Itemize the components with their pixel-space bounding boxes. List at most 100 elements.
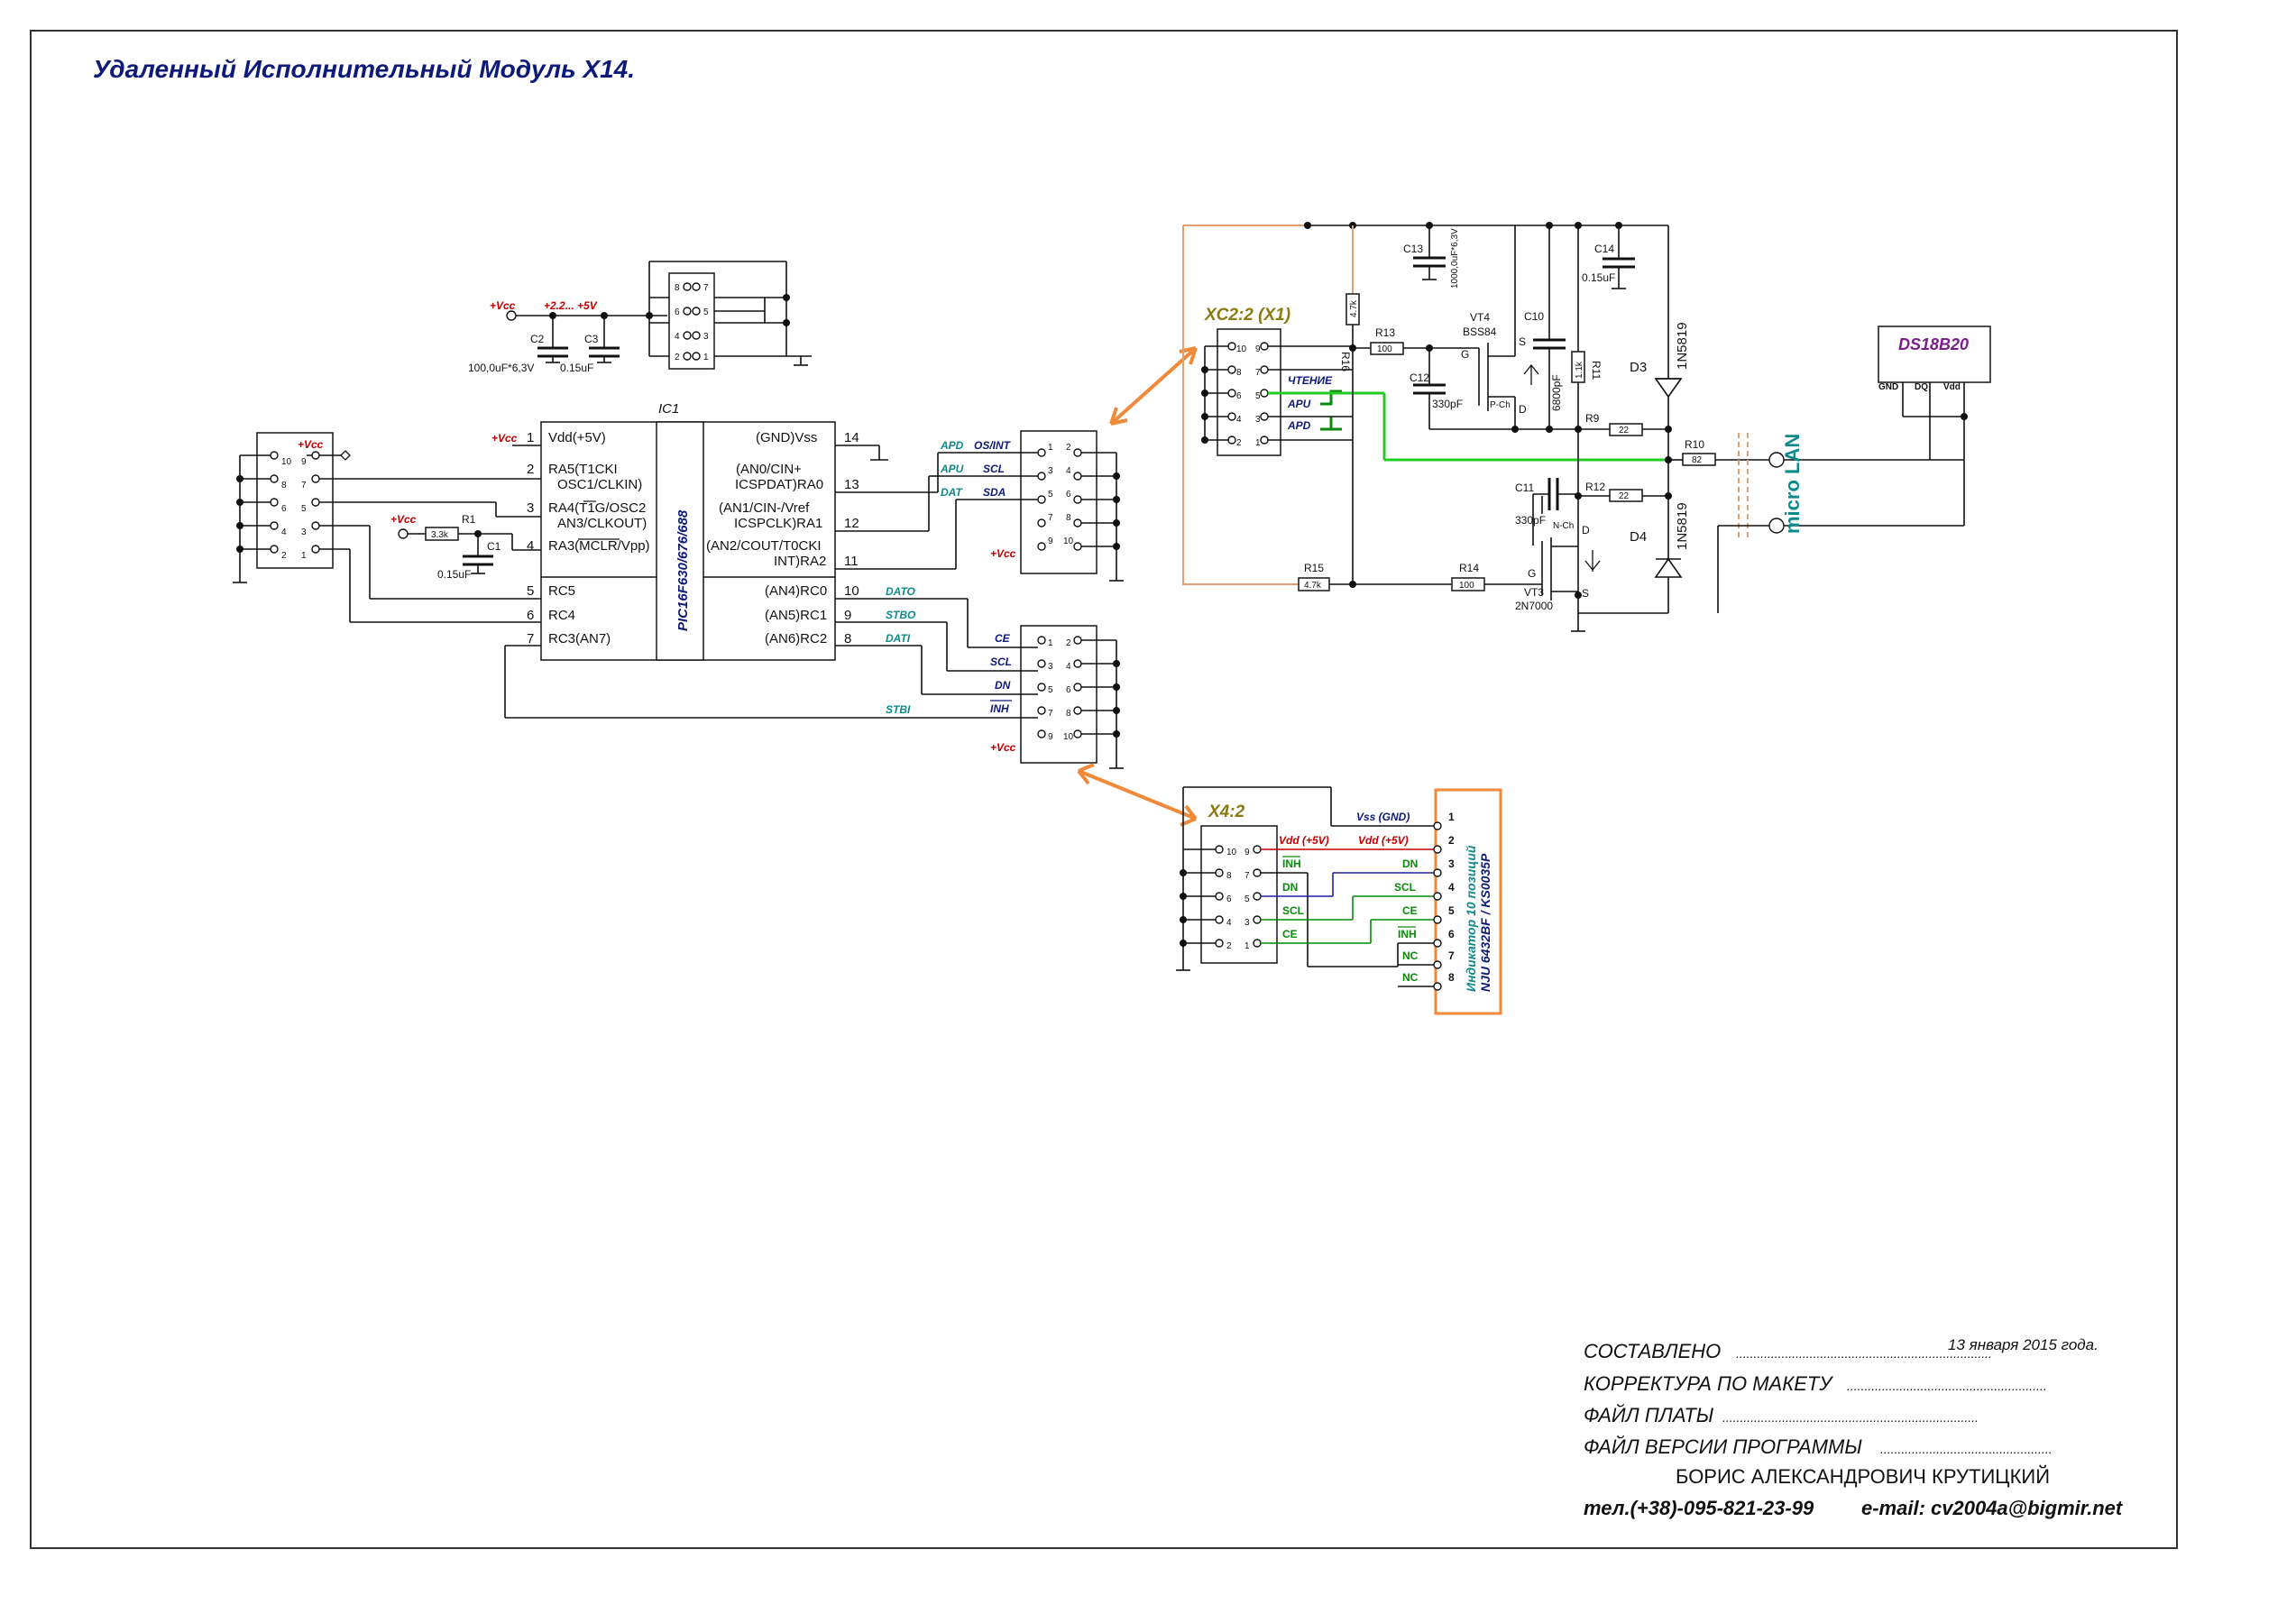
indicator-pin-label: CE xyxy=(1402,904,1418,917)
indicator-pin-num: 5 xyxy=(1448,904,1455,917)
x4-pin: 7 xyxy=(1244,871,1250,881)
net-stbo: STBO xyxy=(886,609,916,621)
vt3-drain: D xyxy=(1582,524,1590,536)
left-conn-pin: 6 xyxy=(281,504,287,514)
indicator-pin-label: NC xyxy=(1402,949,1419,962)
left-conn-pin: 7 xyxy=(301,481,307,491)
vcc-label-left-conn: +Vcc xyxy=(298,438,324,451)
pin-number: 5 xyxy=(527,583,534,599)
xc2-pin: 1 xyxy=(1255,438,1261,448)
upper-conn-pin: 1 xyxy=(1048,443,1053,453)
sheet-border xyxy=(30,30,2178,1549)
vt4-drain: D xyxy=(1519,403,1527,416)
c3-value: 0.15uF xyxy=(560,362,593,374)
upper-conn-pin: 4 xyxy=(1066,466,1071,476)
c11-value: 330pF xyxy=(1515,514,1546,527)
r15-value: 4.7k xyxy=(1304,581,1322,591)
c12-label: C12 xyxy=(1410,371,1429,384)
mclr-network: +Vcc 3.3k R1 C1 0.15uF xyxy=(390,513,541,581)
r14-label: R14 xyxy=(1459,562,1479,574)
top-conn-pin: 5 xyxy=(703,307,709,317)
interface-circuit: 4.7k R16 100 R13 C13 1000,0uF*6,3V C12 3… xyxy=(1182,222,1772,632)
pin-name: RC3(AN7) xyxy=(548,631,611,646)
xc2-connector: XC2:2 (X1) 10 8 6 4 2 9 7 5 3 1 ЧТЕНИЕ A… xyxy=(1201,306,1668,462)
indicator-pin-num: 7 xyxy=(1448,949,1455,962)
r9-value: 22 xyxy=(1619,426,1630,436)
xc2-title: XC2:2 (X1) xyxy=(1204,306,1290,325)
c14-value: 0.15uF xyxy=(1582,271,1615,284)
d3-part: 1N5819 xyxy=(1675,322,1690,370)
label-apd: APD xyxy=(1287,419,1311,432)
c10-value: 6800pF xyxy=(1550,374,1563,411)
pin-name: INT)RA2 xyxy=(774,554,826,569)
pin-number: 11 xyxy=(844,554,859,569)
d4-label: D4 xyxy=(1630,529,1647,545)
signal-dat: DAT xyxy=(941,486,963,499)
label-apu: APU xyxy=(1287,398,1311,410)
c13-value: 1000,0uF*6,3V xyxy=(1450,228,1460,289)
voltage-range-label: +2.2... +5V xyxy=(544,299,598,312)
x4-label-ce: CE xyxy=(1282,928,1298,940)
pin-name: (GND)Vss xyxy=(756,430,817,445)
pin-name: AN3/CLKOUT) xyxy=(557,516,647,531)
lower-conn-pin: 6 xyxy=(1066,685,1071,695)
r13-label: R13 xyxy=(1375,326,1395,339)
x4-pin: 5 xyxy=(1244,894,1250,904)
ic1-ref: IC1 xyxy=(658,401,679,417)
stamp-firmware-file: ФАЙЛ ВЕРСИИ ПРОГРАММЫ xyxy=(1584,1435,1862,1458)
pin-name: RC4 xyxy=(548,608,575,623)
lower-connector: 1 3 5 7 9 2 4 6 8 10 DATO STBO DATI STBI… xyxy=(504,585,1124,769)
left-conn-pin: 1 xyxy=(301,551,307,561)
indicator-pin-num: 3 xyxy=(1448,857,1455,870)
pin-number: 14 xyxy=(844,430,859,445)
top-conn-pin: 6 xyxy=(675,307,680,317)
c2-value: 100,0uF*6,3V xyxy=(468,362,534,374)
stamp-author: БОРИС АЛЕКСАНДРОВИЧ КРУТИЦКИЙ xyxy=(1676,1465,2050,1488)
pin-number: 13 xyxy=(844,477,859,492)
pin-number: 2 xyxy=(527,462,534,477)
stamp-phone: тел.(+38)-095-821-23-99 xyxy=(1584,1497,1814,1519)
indicator-pin-num: 8 xyxy=(1448,971,1455,984)
indicator-pin-num: 2 xyxy=(1448,834,1455,847)
r10-value: 82 xyxy=(1692,455,1703,465)
upper-conn-pin: 6 xyxy=(1066,490,1071,500)
x4-pin: 6 xyxy=(1226,894,1232,904)
pin-name: OSC1/CLKIN) xyxy=(557,477,642,492)
vt3-gate: G xyxy=(1528,567,1536,580)
pin-name: ICSPCLK)RA1 xyxy=(734,516,822,531)
stamp-made: СОСТАВЛЕНО xyxy=(1584,1340,1721,1362)
signal-os-int: OS/INT xyxy=(974,439,1012,452)
svg-text:..............................: ........................................… xyxy=(1722,1410,1979,1425)
top-conn-pin: 7 xyxy=(703,283,709,293)
pin-number: 3 xyxy=(527,500,534,516)
xc2-pin: 5 xyxy=(1255,391,1261,401)
vt4-part: BSS84 xyxy=(1463,326,1497,338)
c3-label: C3 xyxy=(584,333,599,345)
left-conn-pin: 4 xyxy=(281,527,287,537)
left-conn-pin: 10 xyxy=(281,457,292,467)
indicator-pin-num: 4 xyxy=(1448,881,1455,894)
net-stbi: STBI xyxy=(886,703,911,716)
sensor-pin-dq: DQ xyxy=(1915,382,1928,392)
vcc-label-lower: +Vcc xyxy=(990,741,1016,754)
sheet-title: Удаленный Исполнительный Модуль X14. xyxy=(93,55,635,83)
vt4-gate: G xyxy=(1461,348,1469,361)
left-conn-pin: 3 xyxy=(301,527,307,537)
lower-conn-pin: 3 xyxy=(1048,662,1053,672)
left-conn-pin: 5 xyxy=(301,504,307,514)
xc2-pin: 6 xyxy=(1236,391,1242,401)
signal-sda: SDA xyxy=(983,486,1006,499)
stamp-board-file: ФАЙЛ ПЛАТЫ xyxy=(1584,1403,1714,1426)
x4-pin: 2 xyxy=(1226,941,1232,951)
vt3-label: VT3 xyxy=(1524,586,1544,599)
upper-conn-pin: 7 xyxy=(1048,513,1053,523)
r11-label: R11 xyxy=(1590,361,1603,380)
left-conn-pin: 9 xyxy=(301,457,307,467)
title-block: СОСТАВЛЕНО .............................… xyxy=(1584,1336,2124,1519)
top-conn-pin: 4 xyxy=(675,332,680,342)
ic1-microcontroller: IC1 PIC16F630/676/688 1 Vdd(+5V) 2 RA5(T… xyxy=(491,401,888,661)
xc2-pin: 4 xyxy=(1236,415,1242,425)
pin-number: 9 xyxy=(844,608,851,623)
indicator-subtitle: NJU 6432BF / KS0035P xyxy=(1478,853,1492,992)
svg-text:..............................: ........................................… xyxy=(1847,1379,2047,1393)
